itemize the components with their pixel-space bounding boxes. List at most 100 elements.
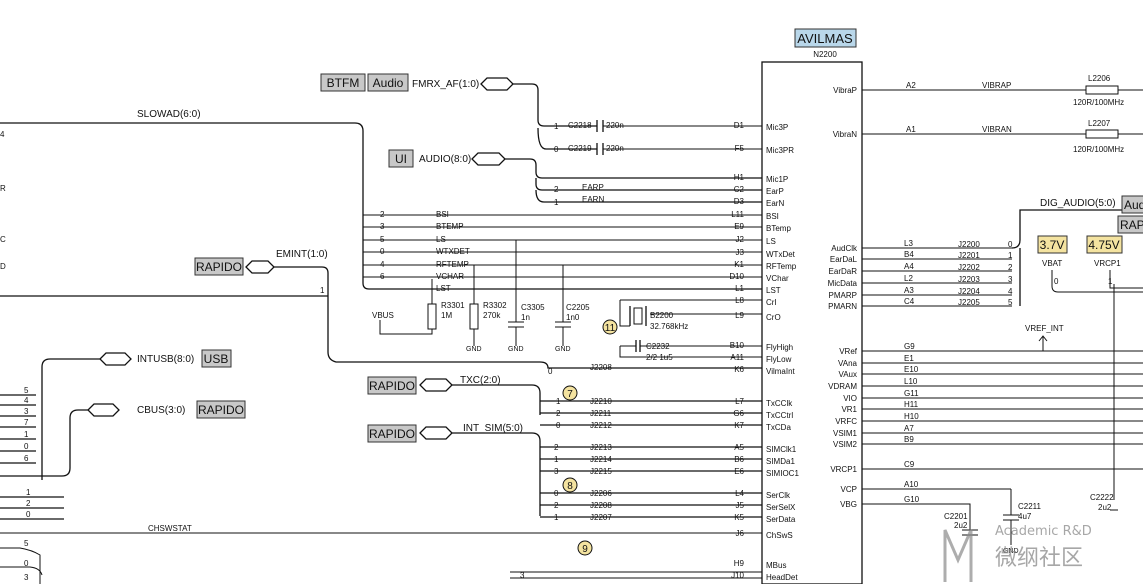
svg-text:VBG: VBG — [840, 500, 857, 509]
svg-text:0: 0 — [548, 367, 553, 376]
svg-text:B2200: B2200 — [650, 311, 674, 320]
pin-cro: CrO — [766, 313, 781, 322]
svg-text:3: 3 — [1008, 275, 1013, 284]
svg-text:7: 7 — [24, 418, 29, 427]
pin-flylow: FlyLow — [766, 355, 792, 364]
svg-text:C2205: C2205 — [566, 303, 590, 312]
right-ball-numbers: A2 A1 VIBRAP VIBRAN L3 B4 A4 L2 A3 C4 G9… — [904, 81, 1012, 504]
svg-text:C4: C4 — [904, 297, 915, 306]
left-pin-names: Mic3P Mic3PR Mic1P EarP EarN BSI BTemp L… — [766, 123, 799, 582]
pin-mic3p: Mic3P — [766, 123, 788, 132]
svg-text:2: 2 — [556, 409, 561, 418]
svg-text:EarDaL: EarDaL — [830, 255, 858, 264]
svg-text:4u7: 4u7 — [1018, 512, 1032, 521]
ball-h9: H9 — [734, 559, 745, 568]
voltage-37-tag — [1037, 235, 1068, 254]
svg-text:3: 3 — [24, 573, 29, 582]
svg-text:120R/100MHz: 120R/100MHz — [1073, 145, 1124, 154]
svg-text:A3: A3 — [904, 286, 914, 295]
audio-tag — [367, 73, 409, 92]
svg-text:R3301: R3301 — [441, 301, 465, 310]
fmrx-connector — [480, 77, 514, 91]
chip-ref: N2200 — [813, 50, 837, 59]
pin-btemp: BTemp — [766, 224, 791, 233]
edge-frag-r: R — [0, 184, 6, 193]
rapido-tag-3 — [367, 376, 417, 395]
svg-text:11: 11 — [605, 323, 616, 334]
svg-text:A4: A4 — [904, 262, 914, 271]
svg-text:VRCP1: VRCP1 — [830, 465, 857, 474]
svg-text:VibraN: VibraN — [833, 130, 858, 139]
svg-text:2u2: 2u2 — [1098, 503, 1112, 512]
svg-text:1: 1 — [320, 286, 325, 295]
svg-text:GND: GND — [1003, 548, 1019, 555]
svg-text:0: 0 — [24, 442, 29, 451]
pin-flyhigh: FlyHigh — [766, 343, 793, 352]
svg-text:L3: L3 — [904, 239, 913, 248]
usb-tag — [201, 349, 232, 368]
svg-text:A1: A1 — [906, 125, 916, 134]
svg-text:H11: H11 — [904, 400, 919, 409]
callout-markers: 11 7 8 9 — [562, 319, 618, 556]
intusb-connector — [99, 352, 132, 366]
svg-text:VRFC: VRFC — [835, 417, 857, 426]
svg-text:J2215: J2215 — [590, 467, 612, 476]
svg-text:2: 2 — [554, 443, 559, 452]
svg-text:1: 1 — [554, 513, 559, 522]
svg-text:32.768kHz: 32.768kHz — [650, 322, 688, 331]
right-pin-names: VibraP VibraN AudClk EarDaL EarDaR MicDa… — [828, 86, 858, 509]
svg-text:A7: A7 — [904, 424, 914, 433]
svg-text:VSIM2: VSIM2 — [833, 440, 858, 449]
svg-text:6: 6 — [380, 272, 385, 281]
pin-sersel: SerSelX — [766, 503, 796, 512]
net-vbat: VBAT — [1042, 259, 1062, 268]
right-passives: L2206 120R/100MHz L2207 120R/100MHz J220… — [944, 74, 1124, 555]
net-chswstat: CHSWSTAT — [148, 524, 192, 533]
intusb-bus-label: INTUSB(8:0) — [137, 354, 194, 365]
intsim-connector — [419, 426, 453, 440]
svg-text:VRef: VRef — [839, 347, 858, 356]
svg-text:VIBRAN: VIBRAN — [982, 125, 1012, 134]
svg-text:1: 1 — [556, 397, 561, 406]
svg-text:1n: 1n — [521, 313, 530, 322]
emint-bus-label: EMINT(1:0) — [276, 249, 328, 260]
usb-tag-text: USB — [204, 352, 229, 366]
rapido-tag-4-text: RAPIDO — [369, 427, 415, 441]
svg-text:VSIM1: VSIM1 — [833, 429, 858, 438]
svg-text:3: 3 — [554, 467, 559, 476]
svg-text:3.7V: 3.7V — [1040, 238, 1065, 252]
left-passives: C2218 220n C2219 220n R3301 1M R3302 270… — [427, 120, 688, 522]
svg-text:7: 7 — [567, 389, 573, 400]
svg-text:J2208: J2208 — [590, 501, 612, 510]
svg-text:2: 2 — [26, 499, 31, 508]
svg-text:4.75V: 4.75V — [1088, 238, 1119, 252]
ui-tag-text: UI — [395, 152, 407, 166]
svg-text:VR1: VR1 — [841, 405, 857, 414]
rapido-tag-2-text: RAPIDO — [198, 403, 244, 417]
pin-serclk: SerClk — [766, 491, 791, 500]
svg-text:120R/100MHz: 120R/100MHz — [1073, 98, 1124, 107]
svg-text:C2218: C2218 — [568, 121, 592, 130]
net-vbus: VBUS — [372, 311, 394, 320]
pin-earn: EarN — [766, 199, 784, 208]
svg-text:2: 2 — [554, 501, 559, 510]
svg-text:2: 2 — [1008, 263, 1013, 272]
svg-text:J2213: J2213 — [590, 443, 612, 452]
net-rftemp: RFTEMP — [436, 260, 469, 269]
svg-text:R3302: R3302 — [483, 301, 507, 310]
svg-text:5: 5 — [24, 539, 29, 548]
svg-text:3: 3 — [520, 571, 525, 580]
svg-text:A2: A2 — [906, 81, 916, 90]
bus-index-labels: 1 0 2 1 2 3 5 0 4 6 1 0 1 2 0 2 1 3 0 2 … — [0, 122, 1113, 582]
svg-text:3: 3 — [24, 407, 29, 416]
pin-vilmaint: VilmaInt — [766, 367, 796, 376]
svg-text:G9: G9 — [904, 342, 915, 351]
svg-text:0: 0 — [554, 489, 559, 498]
svg-text:1: 1 — [1008, 251, 1013, 260]
pin-ls: LS — [766, 237, 776, 246]
svg-text:L2206: L2206 — [1088, 74, 1111, 83]
svg-text:0: 0 — [380, 247, 385, 256]
svg-text:Academic R&D: Academic R&D — [995, 524, 1092, 539]
pin-lst: LST — [766, 286, 781, 295]
svg-text:4: 4 — [0, 130, 5, 139]
